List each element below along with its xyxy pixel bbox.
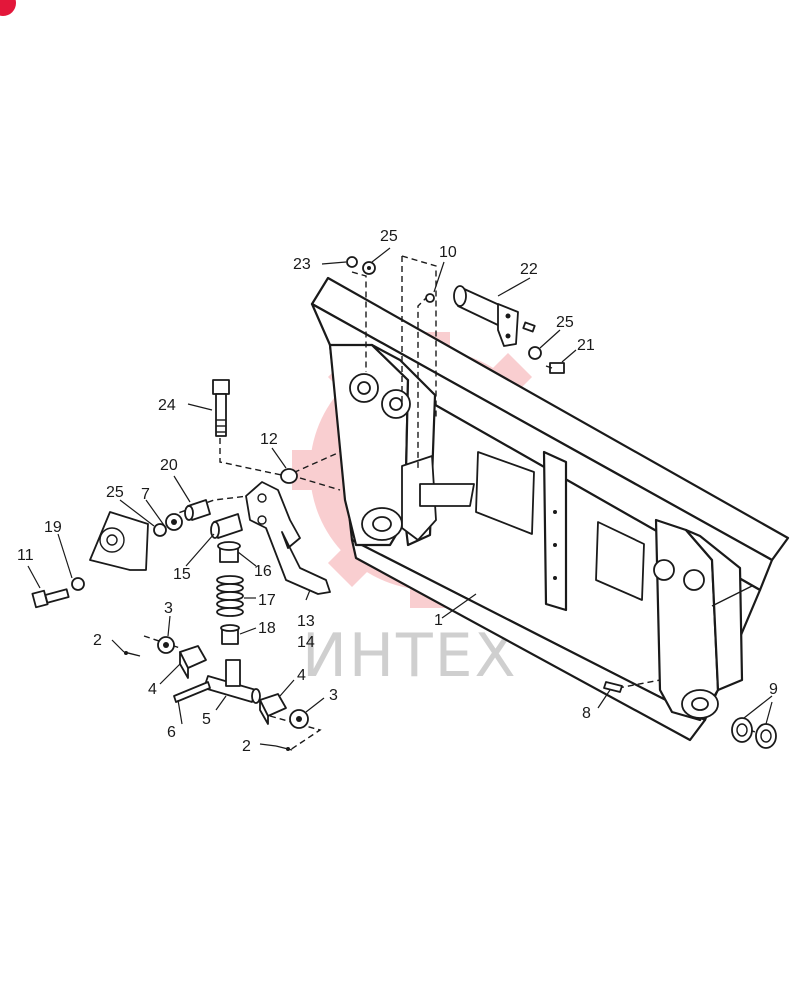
pin-tube-22 bbox=[453, 285, 519, 347]
spring-17 bbox=[216, 575, 244, 617]
fitting-18 bbox=[220, 624, 240, 645]
bushing-9-right bbox=[755, 723, 777, 749]
nut-23 bbox=[346, 256, 358, 268]
callout-6: 6 bbox=[167, 724, 176, 741]
sleeve-15 bbox=[210, 513, 243, 539]
lever-13 bbox=[245, 481, 331, 595]
callout-3-right: 3 bbox=[329, 687, 338, 704]
bolt-21 bbox=[545, 362, 565, 374]
callout-24: 24 bbox=[158, 397, 176, 414]
pin-20 bbox=[184, 499, 211, 521]
callout-19: 19 bbox=[44, 519, 62, 536]
washer-25-right bbox=[528, 346, 542, 360]
bolt-11 bbox=[31, 588, 70, 609]
nut-right bbox=[522, 321, 536, 333]
callout-25-top: 25 bbox=[380, 228, 398, 245]
leader-lines bbox=[27, 247, 773, 747]
bushing-9-left bbox=[731, 717, 753, 743]
callout-23: 23 bbox=[293, 256, 311, 273]
callout-13: 13 bbox=[297, 613, 315, 630]
callout-8: 8 bbox=[582, 705, 591, 722]
callout-4-right: 4 bbox=[297, 667, 306, 684]
fitting-16 bbox=[217, 541, 241, 563]
callout-2-left: 2 bbox=[93, 632, 102, 649]
callout-labels: 23 25 10 22 25 21 24 12 20 25 7 19 11 15… bbox=[17, 228, 778, 755]
callout-16: 16 bbox=[254, 563, 272, 580]
washer-25-left bbox=[153, 523, 167, 537]
ring-10 bbox=[425, 293, 435, 303]
callout-25-right: 25 bbox=[556, 314, 574, 331]
long-bolt-24 bbox=[212, 379, 230, 437]
callout-9: 9 bbox=[769, 681, 778, 698]
callout-15: 15 bbox=[173, 566, 191, 583]
callout-2-right: 2 bbox=[242, 738, 251, 755]
callout-20: 20 bbox=[160, 457, 178, 474]
corner-badge-icon bbox=[0, 0, 16, 16]
block-4-left bbox=[179, 645, 207, 679]
callout-7: 7 bbox=[141, 486, 150, 503]
pin-8 bbox=[603, 681, 623, 693]
callout-18: 18 bbox=[258, 620, 276, 637]
callout-3-left: 3 bbox=[164, 600, 173, 617]
callout-11: 11 bbox=[17, 547, 34, 564]
callout-12: 12 bbox=[260, 431, 278, 448]
callout-17: 17 bbox=[258, 592, 276, 609]
callout-5: 5 bbox=[202, 711, 211, 728]
bushing-12 bbox=[280, 468, 298, 484]
callout-10: 10 bbox=[439, 244, 457, 261]
callout-14: 14 bbox=[297, 634, 315, 651]
callout-4-left: 4 bbox=[148, 681, 157, 698]
callout-1: 1 bbox=[434, 612, 443, 629]
bracket-plate-19 bbox=[89, 511, 149, 571]
callout-21: 21 bbox=[577, 337, 595, 354]
callout-22: 22 bbox=[520, 261, 538, 278]
rod-6 bbox=[173, 681, 211, 703]
lock-washer-19 bbox=[71, 577, 85, 591]
shaft-5 bbox=[203, 659, 261, 704]
block-4-right bbox=[259, 693, 287, 725]
callout-25-left: 25 bbox=[106, 484, 124, 501]
watermark-text: ИНТЕХ bbox=[302, 621, 518, 691]
